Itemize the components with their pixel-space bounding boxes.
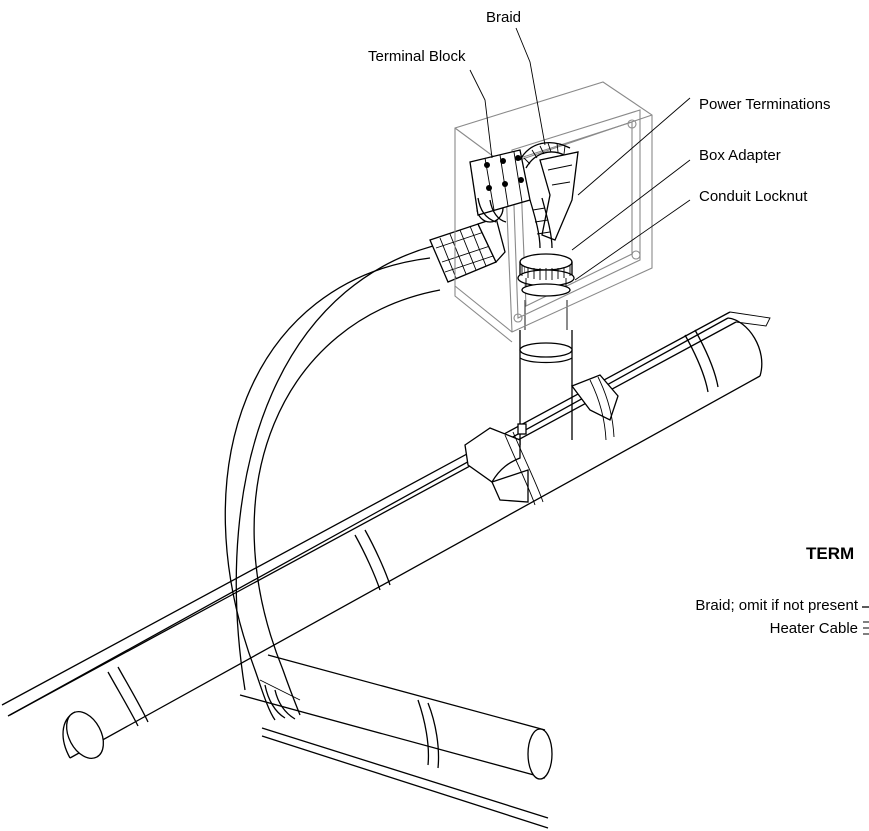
label-braid: Braid (486, 9, 522, 26)
label-terminal-block: Terminal Block (368, 48, 466, 65)
power-termination-wires (529, 151, 579, 249)
pipe-straps (107, 329, 719, 769)
heater-cable-on-main-pipe (1, 311, 771, 717)
lower-pipe (239, 654, 553, 829)
side-panel-heater-cable: Heater Cable (769, 620, 858, 637)
tee-clamp (464, 374, 619, 506)
heater-cable-loop (224, 239, 461, 721)
box-adapter-and-locknut (517, 253, 575, 297)
label-box-adapter: Box Adapter (699, 147, 781, 164)
side-panel-braid-note: Braid; omit if not present (695, 597, 858, 614)
side-panel-heading: TERM (806, 544, 855, 563)
leader-lines (469, 27, 691, 281)
label-conduit-locknut: Conduit Locknut (699, 188, 808, 205)
side-panel-marks (862, 606, 869, 635)
braid (519, 142, 571, 169)
label-power-terminations: Power Terminations (699, 96, 831, 113)
riser-pipe (519, 300, 573, 445)
